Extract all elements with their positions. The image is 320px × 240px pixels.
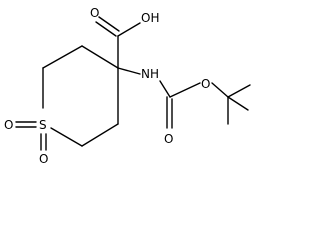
carboxyl-oh-label: OH [141, 11, 159, 25]
bond-c4-n [117, 67, 141, 75]
bond-ccooh-o-a [95, 21, 117, 37]
bond-oester-cq [211, 82, 229, 98]
ring-bonds [42, 45, 119, 147]
sulfonyl-o-bottom-label: O [39, 152, 48, 166]
molecule-diagram: OH O NH O O S O O [4, 6, 251, 166]
bond-c4-c3 [81, 45, 119, 69]
carbamate-o-label: O [164, 132, 173, 146]
bond-ccooh-o-b [98, 16, 120, 32]
nh-label: NH [141, 67, 159, 81]
bond-c3-c2 [42, 45, 83, 69]
carboxyl-o-label: O [90, 6, 99, 20]
ester-o-label: O [201, 77, 210, 91]
bond-s-c6 [50, 127, 83, 147]
carboxyl-bonds [95, 16, 141, 69]
bond-n-ccarb [159, 80, 171, 98]
sulfonyl-o-left-label: O [4, 118, 13, 132]
sulfonyl-bonds [15, 121, 47, 151]
structure-canvas: OH O NH O O S O O [4, 6, 251, 166]
bond-cq-me1 [227, 84, 251, 98]
bond-c6-c5 [81, 123, 119, 147]
bond-ccooh-oh [117, 22, 141, 37]
sulfur-label: S [39, 118, 47, 132]
bond-ccarb-oester [169, 82, 201, 98]
bond-cq-me2 [227, 96, 249, 111]
boc-bonds [117, 67, 251, 129]
